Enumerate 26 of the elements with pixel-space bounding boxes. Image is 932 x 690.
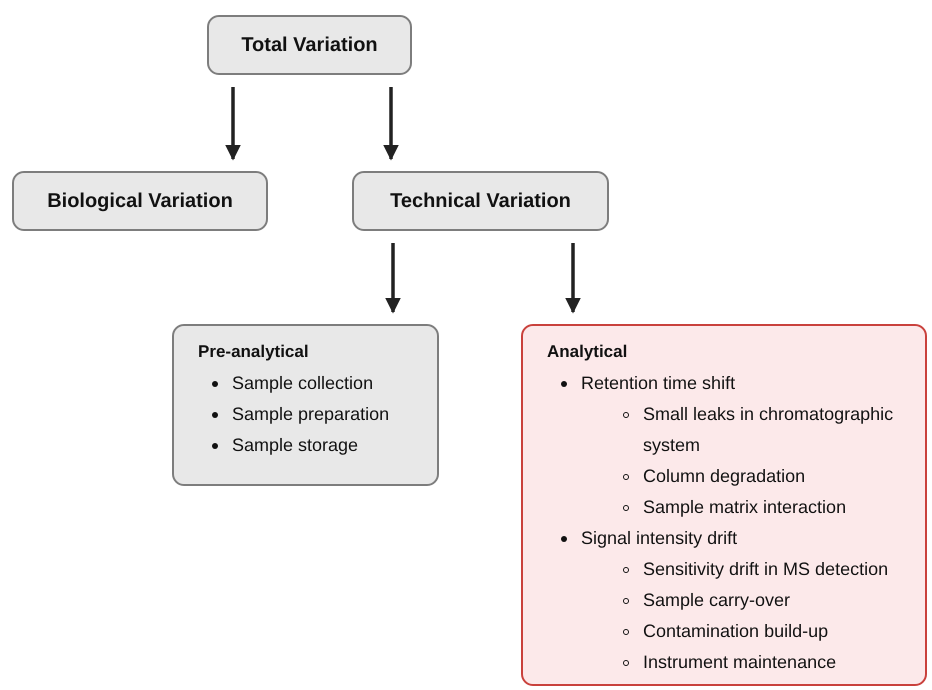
bullet-item: Retention time shift bbox=[561, 368, 915, 399]
list-box bbox=[521, 324, 927, 686]
bullet-item: Contamination build-up bbox=[623, 616, 913, 647]
bullet-item: Sample carry-over bbox=[623, 585, 913, 616]
bullet-item: Sample matrix interaction bbox=[623, 492, 913, 523]
arrow bbox=[383, 87, 399, 161]
bullet-item: Column degradation bbox=[623, 461, 913, 492]
bullet-item: Sample storage bbox=[212, 430, 427, 461]
box-title: Total Variation bbox=[241, 34, 378, 56]
category-box bbox=[352, 171, 609, 231]
arrow bbox=[385, 243, 401, 314]
bullet-item: Sensitivity drift in MS detection bbox=[623, 554, 913, 585]
bullet-item: Instrument maintenance bbox=[623, 647, 913, 678]
box-heading: Pre-analytical bbox=[198, 342, 310, 362]
box-title: Technical Variation bbox=[390, 190, 571, 212]
box-title: Biological Variation bbox=[47, 190, 233, 212]
bullet-item: Signal intensity drift bbox=[561, 523, 915, 554]
arrow bbox=[225, 87, 241, 161]
category-box bbox=[207, 15, 412, 75]
box-heading: Analytical bbox=[547, 342, 628, 362]
category-box bbox=[12, 171, 268, 231]
arrow bbox=[565, 243, 581, 314]
list-box bbox=[172, 324, 439, 486]
bullet-item: Small leaks in chromatographic system bbox=[623, 399, 913, 461]
bullet-item: Sample collection bbox=[212, 368, 427, 399]
bullet-item: Sample preparation bbox=[212, 399, 427, 430]
